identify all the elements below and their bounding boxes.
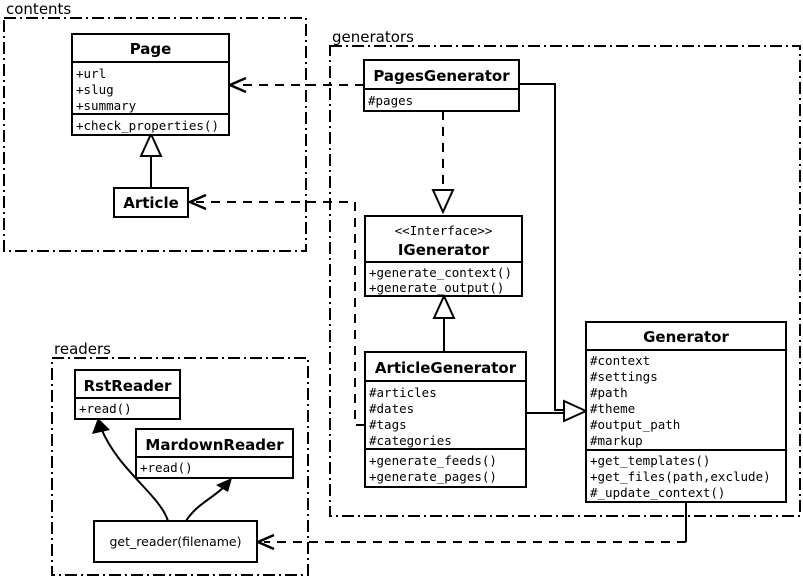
relation-articlegenerator-inherits-generator: [526, 399, 589, 423]
class-mardown-reader-box: [135, 428, 294, 479]
class-pages-generator-box: [363, 59, 520, 112]
class-page-title: Page: [130, 40, 172, 58]
class-rst-reader-box: [74, 369, 181, 420]
relation-get-reader-creates-mardownreader: [185, 478, 232, 522]
class-page-attribute: +summary: [76, 98, 137, 113]
class-article-generator-box: [364, 351, 527, 488]
package-generators[interactable]: generators: [329, 28, 801, 517]
class-generator-attribute: #path: [590, 385, 628, 400]
package-contents-border: [3, 17, 307, 252]
class-article-generator-attribute: #dates: [369, 401, 414, 416]
creates-curve: [185, 486, 225, 522]
class-article-generator-method: +generate_pages(): [369, 469, 497, 484]
class-pages-generator[interactable]: PagesGenerator #pages: [363, 59, 520, 112]
creates-curve: [100, 427, 169, 522]
relation-pagesgenerator-uses-page: [226, 76, 364, 94]
class-rst-reader-method: +read(): [79, 401, 132, 416]
class-igenerator-title: IGenerator: [398, 241, 490, 259]
relation-articlegenerator-uses-article: [186, 193, 365, 426]
class-mardown-reader[interactable]: MardownReader +read(): [135, 428, 294, 479]
class-pages-generator-title: PagesGenerator: [373, 67, 510, 85]
class-page-method: +check_properties(): [76, 118, 219, 133]
class-article-generator-attribute: #tags: [369, 417, 407, 432]
class-page-attribute: +url: [76, 66, 106, 81]
class-article-box: [113, 187, 189, 218]
relation-article-inherits-page: [139, 131, 163, 188]
function-get-reader-box: [93, 520, 258, 563]
class-generator-box: [585, 321, 787, 503]
class-generator-attribute: #settings: [590, 369, 658, 384]
relation-get-reader-creates-rstreader: [92, 418, 169, 522]
relation-articlegenerator-inherits-igenerator: [432, 293, 456, 352]
class-article-generator[interactable]: ArticleGenerator #articles #dates #tags …: [364, 351, 527, 488]
dependency-arrowhead: [186, 193, 207, 211]
class-igenerator[interactable]: <<Interface>> IGenerator +generate_conte…: [364, 215, 523, 297]
generalization-triangle: [563, 399, 589, 423]
class-rst-reader[interactable]: RstReader +read(): [74, 369, 181, 420]
creates-arrowhead: [216, 478, 232, 492]
class-article[interactable]: Article: [113, 187, 189, 218]
class-igenerator-method: +generate_output(): [369, 280, 504, 295]
relation-pagesgenerator-realizes-igenerator: [431, 111, 455, 215]
generalization-triangle: [139, 131, 163, 157]
class-pages-generator-attribute: #pages: [368, 93, 413, 108]
class-mardown-reader-method: +read(): [140, 460, 193, 475]
generalization-triangle: [432, 293, 456, 319]
relation-pagesgenerator-inherits-generator: [519, 83, 564, 411]
package-generators-border: [329, 45, 801, 517]
class-generator-attribute: #theme: [590, 401, 635, 416]
relation-generator-uses-get-reader: [254, 502, 687, 551]
package-contents-label: contents: [6, 0, 71, 18]
class-generator[interactable]: Generator #context #settings #path #them…: [585, 321, 787, 503]
function-get-reader-label: get_reader(filename): [110, 534, 242, 549]
class-igenerator-method: +generate_context(): [369, 265, 512, 280]
class-generator-attribute: #markup: [590, 433, 643, 448]
package-contents[interactable]: contents: [3, 0, 307, 252]
class-generator-attribute: #context: [590, 353, 650, 368]
dependency-line: [196, 201, 365, 426]
function-get-reader[interactable]: get_reader(filename): [93, 520, 258, 563]
class-article-generator-attribute: #categories: [369, 433, 452, 448]
package-readers-label: readers: [54, 340, 111, 358]
class-page-box: [71, 33, 230, 136]
class-igenerator-stereotype: <<Interface>>: [395, 223, 493, 238]
class-mardown-reader-title: MardownReader: [145, 436, 284, 454]
class-rst-reader-title: RstReader: [84, 377, 172, 395]
package-readers[interactable]: readers: [51, 340, 309, 576]
class-page[interactable]: Page +url +slug +summary +check_properti…: [71, 33, 230, 136]
class-generator-method: +get_templates(): [590, 453, 710, 468]
realization-triangle: [431, 189, 455, 215]
class-generator-method: #_update_context(): [590, 485, 725, 500]
class-generator-attribute: #output_path: [590, 417, 680, 432]
class-igenerator-box: [364, 215, 523, 297]
class-article-generator-method: +generate_feeds(): [369, 453, 497, 468]
generalization-line: [519, 83, 564, 411]
class-article-generator-title: ArticleGenerator: [375, 359, 517, 377]
package-generators-label: generators: [332, 28, 414, 46]
package-readers-border: [51, 357, 309, 576]
class-article-generator-attribute: #articles: [369, 385, 437, 400]
class-page-attribute: +slug: [76, 82, 114, 97]
class-generator-method: +get_files(path,exclude): [590, 469, 771, 484]
creates-arrowhead: [92, 418, 110, 434]
class-article-title: Article: [123, 194, 179, 212]
class-generator-title: Generator: [643, 328, 729, 346]
